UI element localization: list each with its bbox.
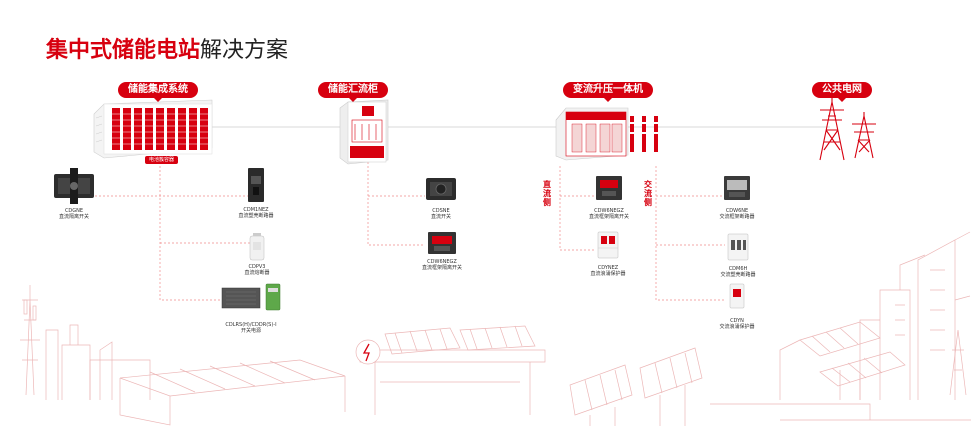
caption-cdynez-desc: 直流浪涌保护器 [590, 271, 626, 277]
combiner-cabinet-illustration [339, 99, 389, 165]
caption-cdm1ne-model: CDM1NEZ [243, 207, 269, 213]
page-title: 集中式储能电站解决方案 [46, 32, 288, 64]
caption-cdw6neg-desc: 直流框架隔离开关 [421, 265, 462, 271]
device-cdm6h-illustration [727, 233, 749, 261]
device-cdsne-illustration [426, 178, 456, 200]
transmission-tower-icons [819, 98, 876, 161]
caption-cdw6neg-model: CDW6NEGZ [427, 259, 457, 265]
side-label-ac: 交流侧 [644, 180, 652, 207]
header-pcs-step-up: 变流升压一体机 [563, 82, 653, 102]
caption-cdyn-desc: 交流浪涌保护器 [719, 324, 755, 330]
caption-cdlrs-model: CDLRS(H)/CDDR(S)-I [225, 322, 277, 328]
battery-tag: 电池簇容器 [145, 156, 179, 164]
caption-cdgne-model: CDGNE [64, 208, 84, 214]
background-sketch [20, 231, 971, 426]
header-combiner-cabinet: 储能汇流柜 [318, 82, 388, 102]
caption-cdm1ne-desc: 直流塑壳断路器 [238, 213, 274, 219]
header-storage-system: 储能集成系统 [118, 82, 198, 102]
device-cdm1ne-illustration [248, 168, 264, 202]
branch-lines [95, 162, 725, 301]
caption-cdm6h-desc: 交流塑壳断路器 [720, 272, 756, 278]
caption-cdw6neg2-desc: 直流框架隔离开关 [588, 214, 629, 220]
caption-cdw6neg2-model: CDW6NEGZ [594, 208, 624, 214]
caption-cdsne-model: CDSNE [432, 208, 450, 214]
caption-cdw6ne-desc: 交流框架断路器 [719, 214, 755, 220]
page-title-highlight: 集中式储能电站 [46, 38, 201, 63]
caption-cdsne-desc: 直流开关 [430, 214, 451, 220]
page-title-rest: 解决方案 [200, 38, 289, 63]
caption-cdynez-model: CDYNEZ [597, 265, 619, 271]
device-cdyn-illustration [729, 283, 745, 309]
device-cdlrs-illustration [221, 283, 281, 311]
caption-cdpv3-model: CDPV3 [248, 264, 266, 270]
device-cdw6ne-illustration [724, 176, 750, 200]
caption-cdpv3-desc: 直流熔断器 [244, 270, 270, 276]
device-cdgne-illustration [54, 168, 94, 204]
side-label-dc: 直流侧 [543, 180, 551, 207]
device-cdynez-illustration [597, 231, 619, 259]
device-cdpv3-illustration [249, 233, 265, 261]
device-cdw6neg2-illustration [596, 176, 622, 200]
caption-cdw6ne-model: CDW6NE [725, 208, 749, 214]
device-cdw6neg-illustration [428, 232, 456, 254]
caption-cdm6h-model: CDM6H [728, 266, 748, 272]
caption-cdyn-model: CDYN [730, 318, 744, 324]
header-public-grid: 公共电网 [812, 82, 872, 102]
caption-cdlrs-desc: 开关电源 [240, 328, 261, 334]
caption-cdgne-desc: 直流隔离开关 [58, 214, 89, 220]
storage-container-illustration [93, 99, 213, 159]
pcs-skid-illustration [555, 107, 658, 161]
